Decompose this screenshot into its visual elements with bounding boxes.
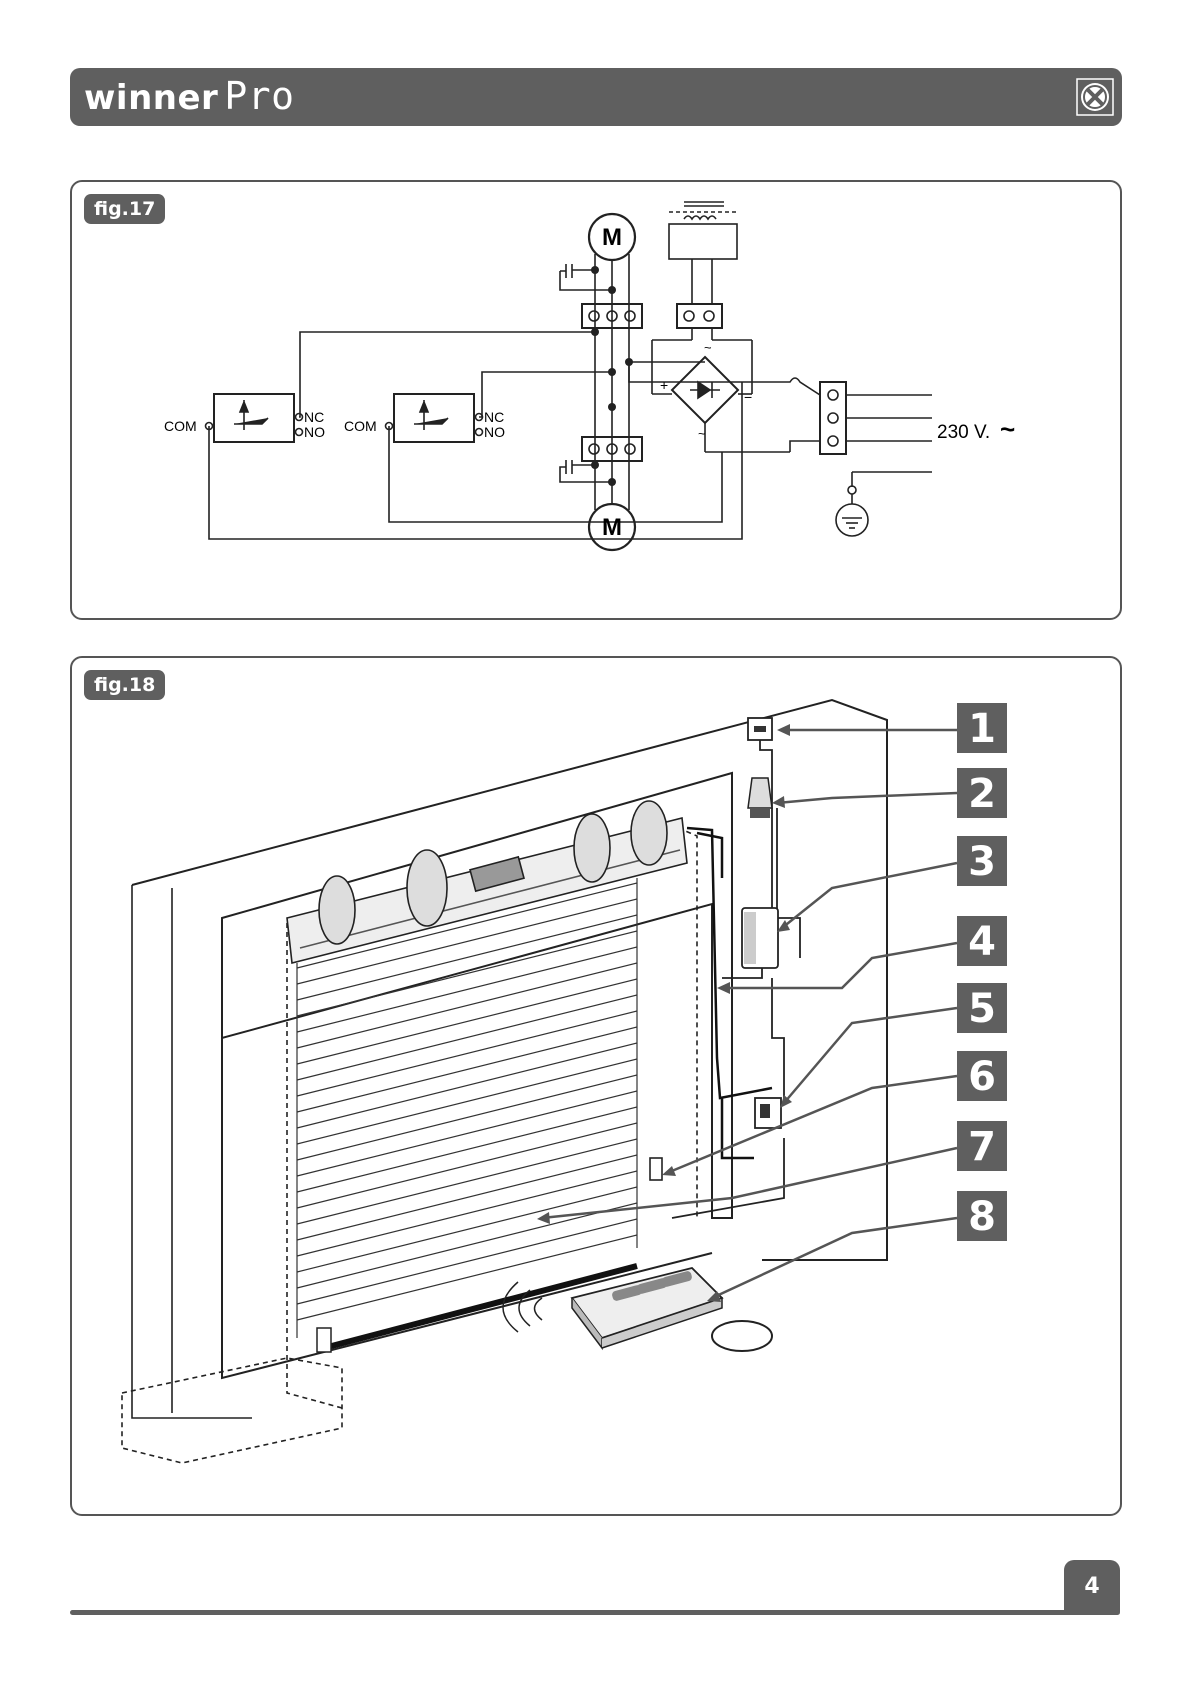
motor-top-label: M xyxy=(602,224,622,251)
minus-label: − xyxy=(744,389,752,405)
tilde-label-bottom: ~ xyxy=(698,426,706,441)
ac-symbol: ~ xyxy=(1000,414,1015,444)
callout-8: 8 xyxy=(957,1191,1007,1241)
callout-4: 4 xyxy=(957,916,1007,966)
page-number: 4 xyxy=(1064,1560,1120,1612)
brand-main: winner xyxy=(84,78,218,118)
flashing-lamp-icon xyxy=(748,778,772,808)
callout-3: 3 xyxy=(957,836,1007,886)
fig17-panel: fig.17 xyxy=(70,180,1122,620)
callout-6: 6 xyxy=(957,1051,1007,1101)
no-left-label: NO xyxy=(304,424,325,440)
nc-right-label: NC xyxy=(484,409,504,425)
nc-left-label: NC xyxy=(304,409,324,425)
photocell-icon xyxy=(650,1158,662,1180)
mains-terminal xyxy=(820,382,846,454)
tilde-label-top: ~ xyxy=(704,340,712,355)
remote-control-icon xyxy=(503,1268,772,1351)
limit-switch-right xyxy=(394,394,474,442)
company-logo-icon xyxy=(1076,78,1114,116)
callout-5: 5 xyxy=(957,983,1007,1033)
wiring-diagram: M M COM COM NC NO NC NO 230 V. ~ + − ~ ~ xyxy=(72,182,1119,617)
plus-label: + xyxy=(660,377,668,393)
earth-icon xyxy=(836,504,868,536)
motor-bottom-label: M xyxy=(602,514,622,541)
brand-pro: Pro xyxy=(224,74,294,118)
fig18-panel: fig.18 xyxy=(70,656,1122,1516)
no-right-label: NO xyxy=(484,424,505,440)
callout-2: 2 xyxy=(957,768,1007,818)
com-right-label: COM xyxy=(344,418,377,434)
limit-switch-left xyxy=(214,394,294,442)
callout-7: 7 xyxy=(957,1121,1007,1171)
voltage-label: 230 V. xyxy=(937,422,990,443)
callout-1: 1 xyxy=(957,703,1007,753)
com-left-label: COM xyxy=(164,418,197,434)
footer-line xyxy=(70,1610,1120,1615)
